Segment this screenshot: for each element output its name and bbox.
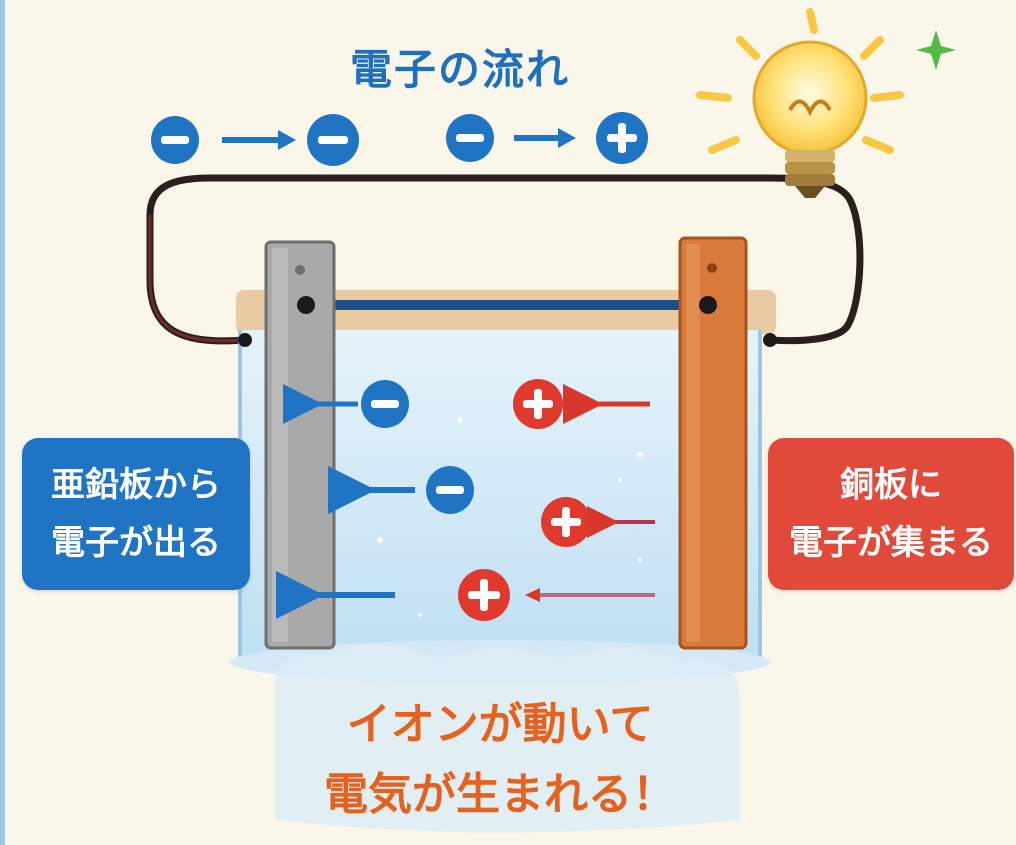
electron-icon [361,380,409,428]
zinc-label-line1: 亜鉛板から [51,465,221,505]
sparkle-icon [916,30,956,70]
left-border [0,0,5,845]
caption-cloud [274,643,740,833]
copper-label-line1: 銅板に [840,465,942,505]
zinc-label: 亜鉛板から 電子が出る [22,438,250,590]
bulb-rays [696,8,904,154]
top-cation-icon [596,112,648,164]
electron-icon [426,466,474,514]
copper-plate [678,236,748,650]
bubbles [377,417,643,617]
diagram-title: 電子の流れ [349,45,570,94]
light-bulb-icon [752,40,868,198]
bottom-caption: イオンが動いて 電気が生まれる！ [260,690,740,830]
zinc-plate [264,240,336,650]
copper-label: 銅板に 電子が集まる [768,438,1014,590]
cation-icon [458,569,510,621]
cation-icon [541,497,591,547]
copper-label-line2: 電子が集まる [789,523,993,563]
bottom-caption-line1: イオンが動いて [346,699,654,750]
zinc-label-line2: 電子が出る [51,523,221,563]
cation-icon [513,379,563,429]
bottom-caption-line2: 電気が生まれる！ [324,769,676,820]
top-electron-3 [446,114,494,162]
top-electron-2 [307,114,359,166]
top-electron-1 [151,116,199,164]
